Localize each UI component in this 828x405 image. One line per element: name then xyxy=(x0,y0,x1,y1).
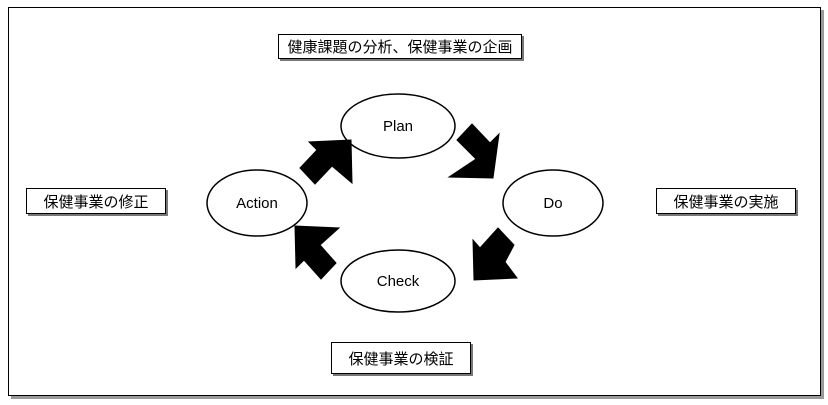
arrow-plan-to-do xyxy=(447,123,500,179)
label-check-description: 保健事業の検証 xyxy=(331,342,471,374)
arrow-do-to-check xyxy=(472,227,518,281)
node-do-label: Do xyxy=(543,195,562,212)
node-action-label: Action xyxy=(236,195,278,212)
label-action-description: 保健事業の修正 xyxy=(26,188,166,214)
node-check-label: Check xyxy=(377,273,420,290)
label-do-description: 保健事業の実施 xyxy=(656,188,796,214)
node-do: Do xyxy=(502,169,604,237)
node-plan: Plan xyxy=(340,93,456,159)
arrow-check-to-action xyxy=(294,225,341,280)
node-check: Check xyxy=(340,249,456,313)
label-plan-description: 健康課題の分析、保健事業の企画 xyxy=(278,34,522,59)
node-action: Action xyxy=(206,169,308,237)
node-plan-label: Plan xyxy=(383,118,413,135)
arrow-action-to-plan xyxy=(299,139,353,185)
